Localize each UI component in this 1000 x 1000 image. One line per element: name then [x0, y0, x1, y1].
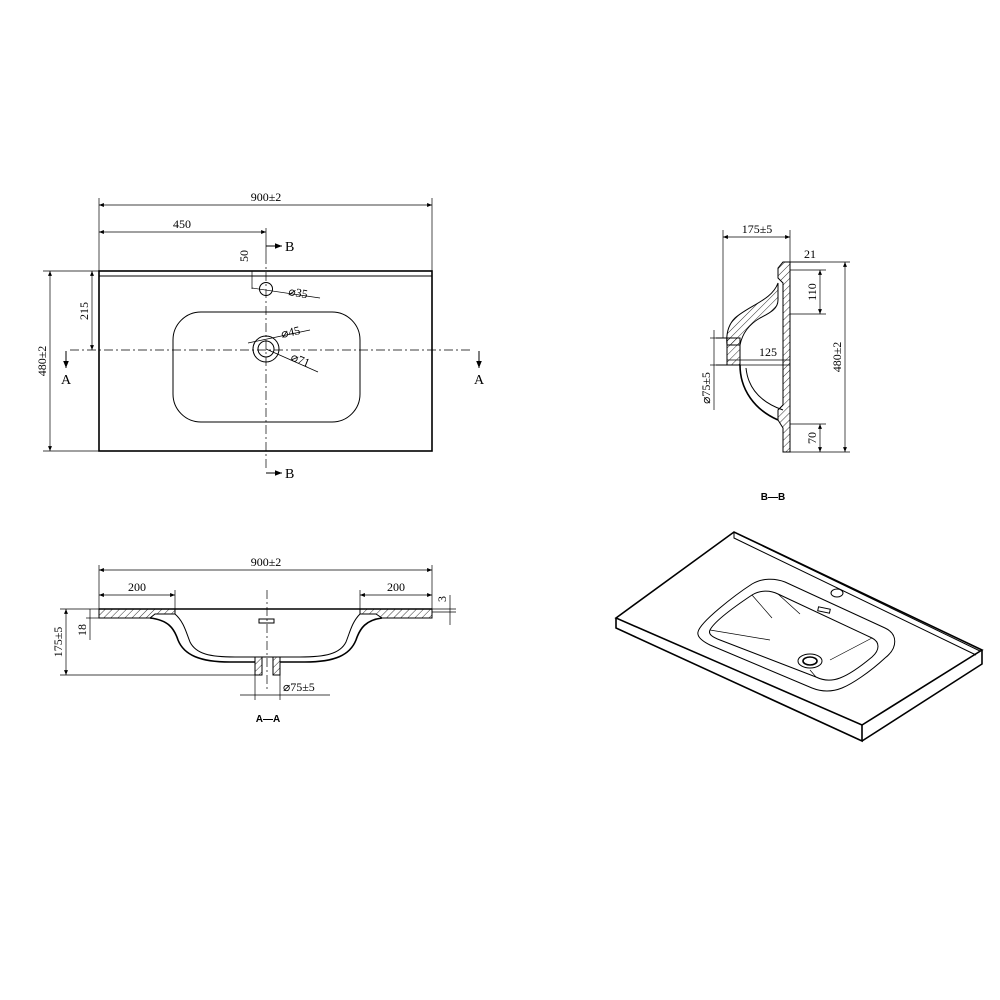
- top-view: 900±2 450 50 B B A A 480±2 215 ⌀35 ⌀45 ⌀…: [35, 190, 485, 482]
- dia-drain-inner-label: ⌀45: [280, 323, 302, 341]
- top-view-outline: [98, 270, 433, 452]
- cut-b-bottom-label: B: [285, 467, 294, 482]
- bb-dim-depth-label: 480±2: [830, 342, 844, 373]
- iso-top-face: [614, 531, 984, 726]
- drain-inner: [257, 340, 275, 358]
- section-bb: 175±5 21 110 125 480±2 70 ⌀75±5 B—B: [699, 222, 850, 503]
- bb-upper-wedge: [726, 282, 779, 346]
- bb-dim-height-label: 175±5: [742, 222, 773, 236]
- aa-dim-thickness-label: 18: [75, 624, 89, 636]
- iso-drain-outer: [797, 653, 823, 669]
- bb-basin-outer: [739, 364, 779, 421]
- iso-basin-outer: [697, 578, 896, 692]
- tap-hole-leader: [251, 287, 321, 299]
- iso-front-edge: [615, 618, 863, 743]
- iso-drain-inner: [802, 656, 818, 666]
- aa-dim-left-label: 200: [128, 580, 146, 594]
- dim-half-label: 450: [173, 217, 191, 231]
- bb-dim-top-label: 110: [805, 283, 819, 301]
- drain-outer: [252, 335, 280, 363]
- drain-leader-1: [247, 329, 311, 344]
- aa-dim-step-label: 3: [435, 596, 449, 602]
- aa-left-rim: [98, 608, 176, 619]
- aa-dim-height-label: 175±5: [51, 627, 65, 658]
- aa-caption: A—A: [256, 714, 280, 725]
- iso-basin-inner: [709, 590, 879, 681]
- cut-a-left-label: A: [61, 373, 72, 388]
- cut-a-right-label: A: [474, 373, 485, 388]
- dia-drain-outer-label: ⌀71: [289, 350, 312, 370]
- bb-caption: B—B: [761, 492, 785, 503]
- aa-dim-width-label: 900±2: [251, 555, 282, 569]
- bb-drain: [726, 337, 741, 366]
- section-aa: 900±2 200 200 3 175±5 18 ⌀75±5 A—A: [51, 555, 456, 725]
- bb-dim-inner-label: 125: [759, 345, 777, 359]
- aa-overflow-slot: [258, 618, 275, 624]
- aa-drain-left: [254, 656, 263, 676]
- aa-dim-right-label: 200: [387, 580, 405, 594]
- dim-center-label: 215: [77, 302, 91, 320]
- iso-right-edge: [861, 650, 983, 742]
- dim-tap-offset-label: 50: [237, 250, 251, 262]
- aa-basin-inner: [174, 613, 361, 658]
- bb-back-rim: [777, 261, 791, 453]
- iso-tap-hole: [830, 588, 844, 598]
- isometric-view: [614, 531, 984, 743]
- bb-dia-drain-label: ⌀75±5: [699, 372, 713, 404]
- aa-right-rim: [359, 608, 433, 619]
- dim-depth-label: 480±2: [35, 346, 49, 377]
- iso-back-rim-line: [739, 534, 981, 652]
- iso-overflow: [817, 606, 831, 614]
- bb-basin-inner: [745, 367, 784, 411]
- dia-tap-label: ⌀35: [287, 284, 308, 301]
- iso-back-rim: [733, 532, 977, 656]
- iso-basin-slope: [709, 593, 873, 678]
- drain-leader-2: [265, 348, 319, 373]
- bb-dim-front-label: 70: [805, 432, 819, 444]
- aa-basin-outer: [149, 617, 383, 663]
- dim-width-label: 900±2: [251, 190, 282, 204]
- bb-dim-rim-label: 21: [804, 247, 816, 261]
- top-view-basin: [172, 311, 361, 423]
- cut-b-top-label: B: [285, 240, 294, 255]
- aa-dia-drain-label: ⌀75±5: [283, 680, 315, 694]
- aa-drain-right: [272, 656, 281, 676]
